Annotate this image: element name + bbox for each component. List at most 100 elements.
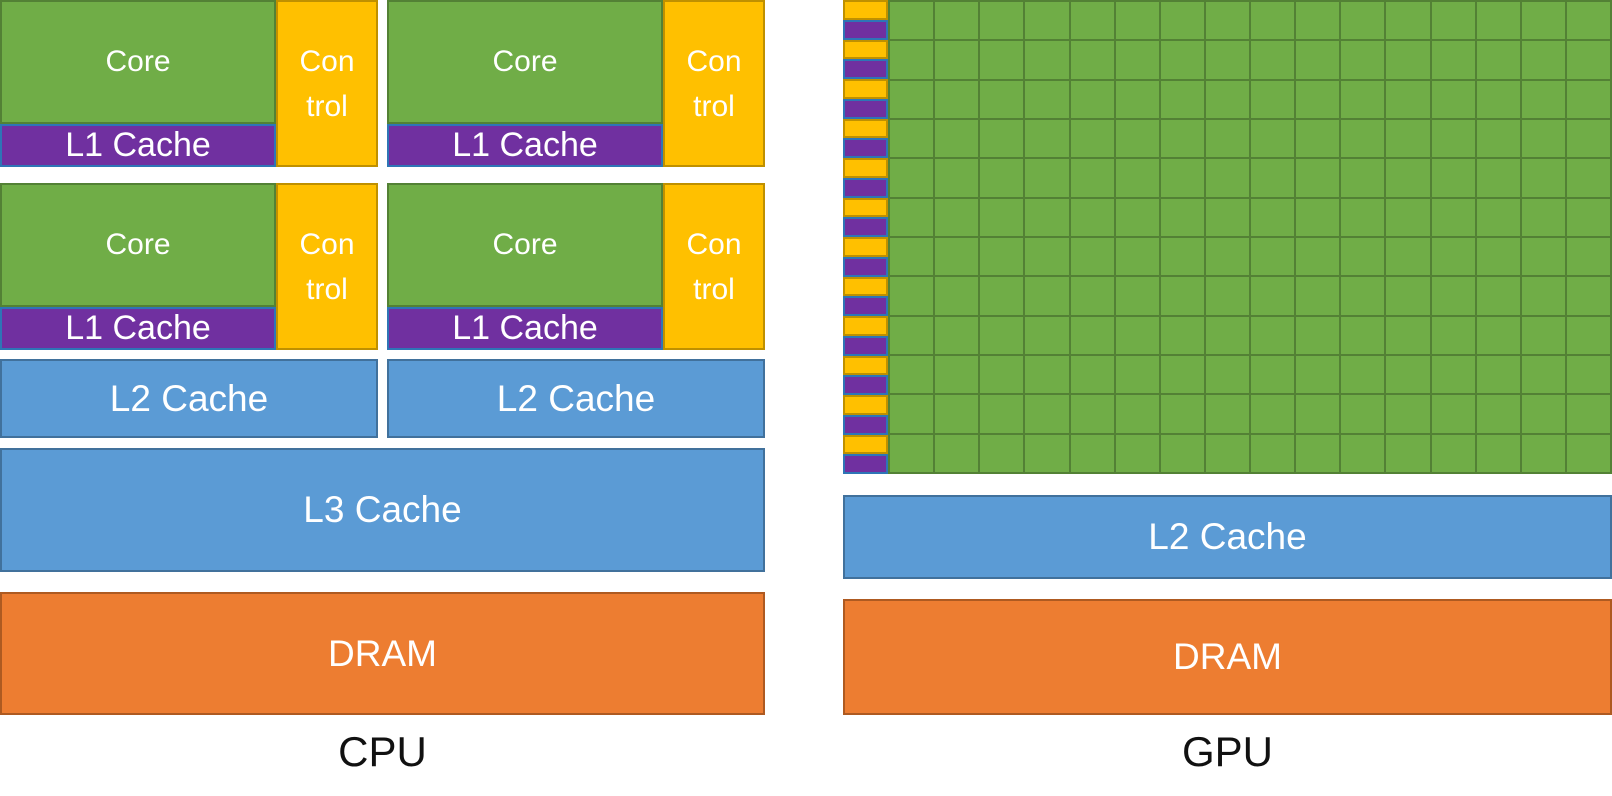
gpu-core-cell xyxy=(1296,395,1340,433)
gpu-core-cell xyxy=(890,80,934,118)
gpu-core-cell xyxy=(1296,80,1340,118)
cpu-control-label-line2: trol xyxy=(693,272,735,306)
cpu-control-block: Con trol xyxy=(276,0,378,167)
gpu-core-cell xyxy=(935,2,979,40)
gpu-core-cell xyxy=(980,198,1024,236)
gpu-core-cell xyxy=(1431,198,1475,236)
gpu-core-cell xyxy=(1521,198,1565,236)
gpu-core-cell xyxy=(1205,355,1249,394)
gpu-core-cell xyxy=(1205,237,1249,276)
gpu-l2-cache-block: L2 Cache xyxy=(843,495,1612,579)
gpu-core-cell xyxy=(1070,198,1114,236)
gpu-core-cell xyxy=(1025,2,1069,40)
gpu-l1-cache-cell xyxy=(843,19,888,40)
gpu-core-cell xyxy=(1115,41,1159,79)
cpu-caption: CPU xyxy=(338,728,427,775)
gpu-core-cell xyxy=(1070,316,1114,354)
cpu-l1-cache-block: L1 Cache xyxy=(387,307,663,350)
gpu-core-cell xyxy=(980,80,1024,118)
gpu-core-cell xyxy=(1386,355,1430,394)
gpu-core-cell xyxy=(1431,41,1475,79)
gpu-core-cell xyxy=(935,316,979,354)
cpu-core-label: Core xyxy=(492,228,558,261)
cpu-l1-cache-label: L1 Cache xyxy=(452,126,598,164)
gpu-control-cell xyxy=(843,39,888,60)
gpu-core-cell xyxy=(1341,277,1385,315)
gpu-core-cell xyxy=(1476,355,1520,394)
gpu-core-cell xyxy=(1386,395,1430,433)
cpu-l1-cache-block: L1 Cache xyxy=(0,307,276,350)
gpu-l1-cache-cell xyxy=(843,414,888,435)
gpu-core-cell xyxy=(1160,434,1204,472)
cpu-l2-cache-block: L2 Cache xyxy=(0,359,378,438)
gpu-core-cell xyxy=(935,434,979,472)
gpu-core-cell xyxy=(1025,316,1069,354)
gpu-core-cell xyxy=(1070,237,1114,276)
gpu-core-cell xyxy=(935,395,979,433)
gpu-core-cell xyxy=(1296,277,1340,315)
gpu-core-cell xyxy=(1160,395,1204,433)
gpu-core-cell xyxy=(890,159,934,197)
gpu-core-cell xyxy=(1341,41,1385,79)
gpu-control-cell xyxy=(843,434,888,455)
cpu-core-unit: Core L1 Cache Con trol xyxy=(387,183,765,350)
gpu-core-cell xyxy=(1566,355,1610,394)
gpu-core-cell xyxy=(1251,80,1295,118)
gpu-core-cell xyxy=(1160,355,1204,394)
gpu-core-cell xyxy=(1476,434,1520,472)
gpu-core-cell xyxy=(1025,434,1069,472)
gpu-core-cell xyxy=(1115,119,1159,158)
gpu-core-cell xyxy=(1476,119,1520,158)
gpu-core-cell xyxy=(1025,237,1069,276)
gpu-core-cell xyxy=(1251,237,1295,276)
gpu-core-cell xyxy=(1025,395,1069,433)
gpu-control-cell xyxy=(843,395,888,415)
gpu-core-cell xyxy=(1070,159,1114,197)
gpu-core-cell xyxy=(1160,237,1204,276)
gpu-core-cell xyxy=(1160,198,1204,236)
gpu-core-cell xyxy=(1205,434,1249,472)
gpu-core-cell xyxy=(1070,395,1114,433)
gpu-core-cell xyxy=(1341,316,1385,354)
gpu-core-cell xyxy=(1566,80,1610,118)
gpu-core-cell xyxy=(1251,119,1295,158)
gpu-core-cell xyxy=(1341,237,1385,276)
gpu-core-cell xyxy=(1476,159,1520,197)
gpu-core-cell xyxy=(1205,41,1249,79)
gpu-core-cell xyxy=(1566,395,1610,433)
gpu-core-cell xyxy=(1025,198,1069,236)
gpu-core-cell xyxy=(1160,41,1204,79)
gpu-core-cell xyxy=(1476,2,1520,40)
gpu-core-cell xyxy=(1296,355,1340,394)
gpu-core-cell xyxy=(980,2,1024,40)
gpu-core-cell xyxy=(1296,316,1340,354)
gpu-core-cell xyxy=(1431,395,1475,433)
gpu-core-cell xyxy=(1070,355,1114,394)
gpu-core-cell xyxy=(1070,119,1114,158)
gpu-core-cell xyxy=(1521,80,1565,118)
gpu-l1-cache-cell xyxy=(843,296,888,316)
gpu-core-cell xyxy=(1115,198,1159,236)
cpu-core-block: Core xyxy=(387,0,663,124)
gpu-core-cell xyxy=(1115,80,1159,118)
gpu-core-cell xyxy=(1251,277,1295,315)
gpu-l1-cache-cell xyxy=(843,177,888,198)
gpu-core-cell xyxy=(1476,237,1520,276)
gpu-core-cell xyxy=(890,119,934,158)
gpu-core-cell xyxy=(1566,119,1610,158)
gpu-core-cell xyxy=(1025,277,1069,315)
gpu-l1-cache-cell xyxy=(843,375,888,395)
cpu-core-label: Core xyxy=(492,45,558,78)
gpu-control-cell xyxy=(843,316,888,336)
gpu-control-cell xyxy=(843,237,888,257)
gpu-core-cell xyxy=(1070,41,1114,79)
gpu-core-cell xyxy=(1115,237,1159,276)
gpu-core-cell xyxy=(1070,2,1114,40)
gpu-control-cell xyxy=(843,0,888,20)
gpu-l1-cache-cell xyxy=(843,98,888,119)
gpu-core-cell xyxy=(1296,159,1340,197)
gpu-core-cell xyxy=(1386,119,1430,158)
cpu-dram-block: DRAM xyxy=(0,592,765,715)
gpu-core-cell xyxy=(1251,395,1295,433)
gpu-core-cell xyxy=(1115,316,1159,354)
